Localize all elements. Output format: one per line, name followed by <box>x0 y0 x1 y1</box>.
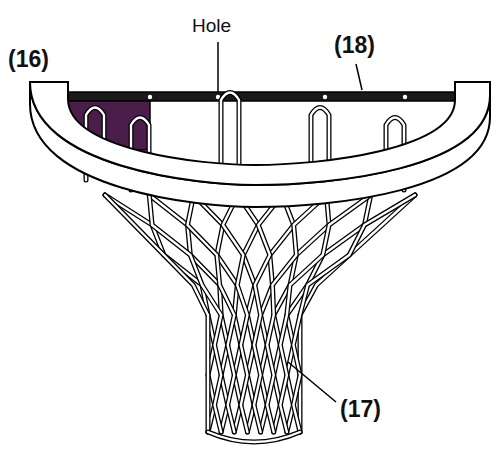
net-cord <box>223 195 248 432</box>
label-text: (16) <box>8 46 49 72</box>
callout-number: (18) <box>334 34 375 57</box>
net-cord <box>223 195 248 432</box>
net-cord <box>221 93 239 166</box>
net-cord <box>293 195 415 432</box>
label-text: (18) <box>334 32 375 58</box>
hole <box>148 95 152 99</box>
part-label: Hole <box>192 16 231 35</box>
leader-lines <box>218 42 362 402</box>
callout-number: (16) <box>8 48 49 71</box>
net-cord <box>300 195 415 432</box>
net-cord <box>208 432 300 442</box>
net <box>105 195 415 442</box>
leader-line <box>288 362 336 402</box>
net-cord <box>149 195 227 432</box>
rim <box>30 82 490 207</box>
net-cord <box>149 195 221 432</box>
leader-line <box>356 64 362 90</box>
back-plate <box>68 92 455 150</box>
hole <box>403 95 407 99</box>
callout-number: (17) <box>340 398 381 421</box>
net-cord <box>221 93 239 166</box>
net-cord <box>300 195 415 432</box>
label-text: Hole <box>192 15 231 36</box>
net-cord <box>208 432 300 442</box>
net-cord <box>149 195 221 432</box>
label-text: (17) <box>340 396 381 422</box>
net-cord <box>293 195 415 432</box>
hole <box>323 95 327 99</box>
net-cord <box>149 195 227 432</box>
leader-line <box>217 42 219 93</box>
